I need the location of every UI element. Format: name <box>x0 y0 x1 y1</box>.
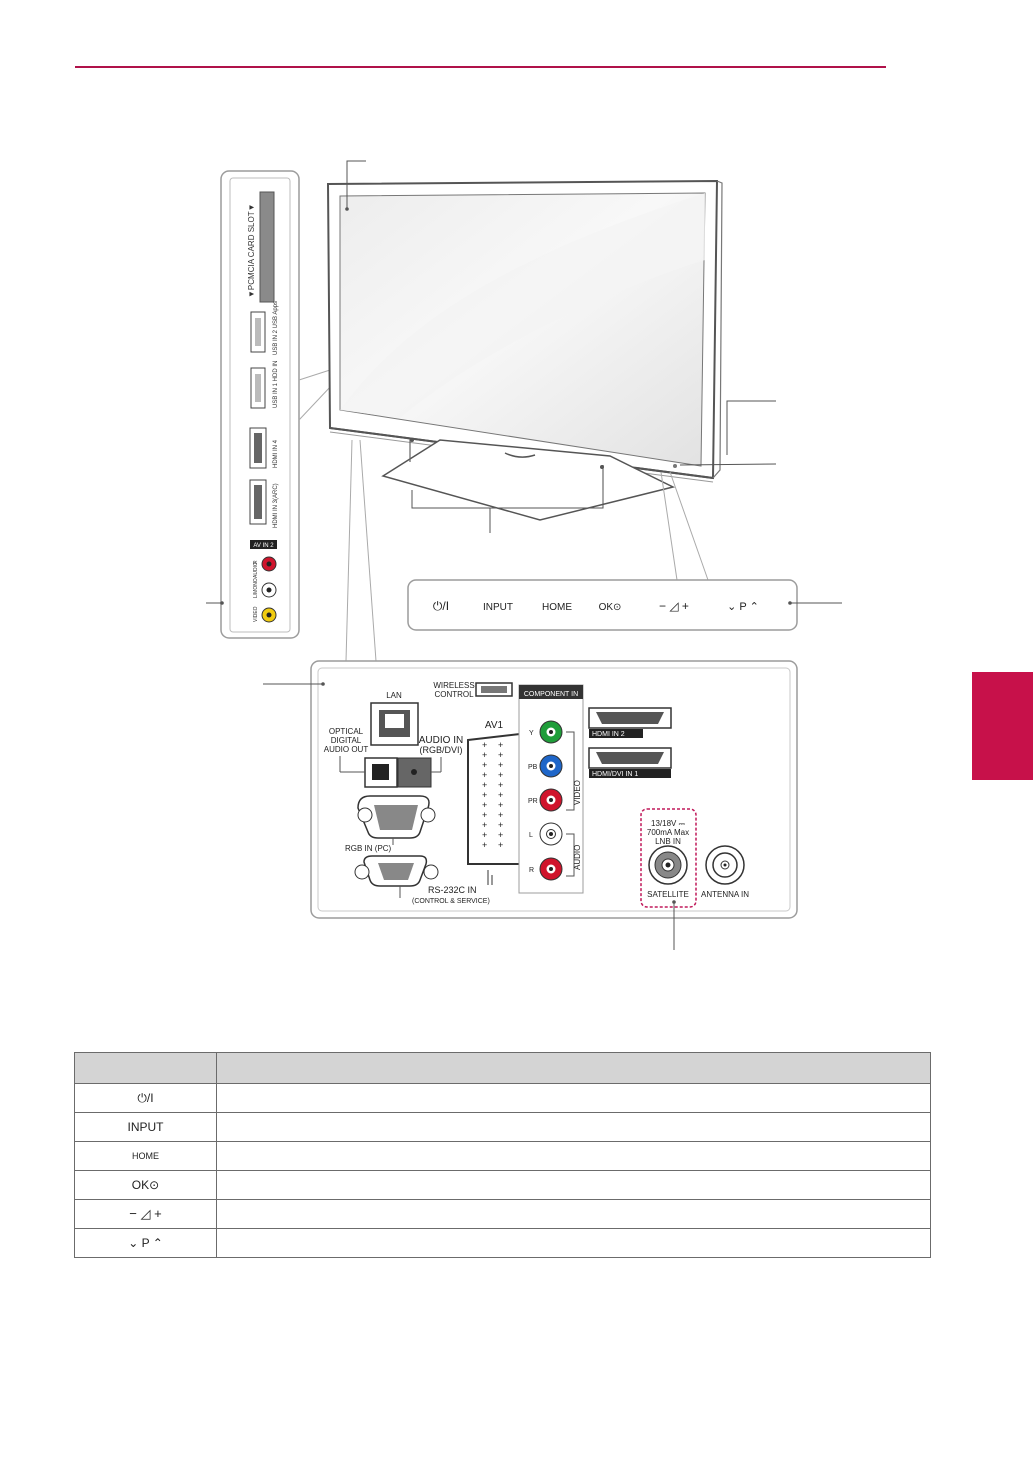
table-desc <box>216 1228 931 1258</box>
ok-button-label: OK⊙ <box>599 602 622 613</box>
hdmi4-label: HDMI IN 4 <box>273 439 279 468</box>
control-strip: ⏻/I INPUT HOME OK⊙ − ◿ + ⌄ P ⌃ <box>407 579 798 631</box>
table-header-symbol <box>74 1052 217 1084</box>
svg-text:+: + <box>482 780 487 790</box>
rs232-sub-label: (CONTROL & SERVICE) <box>412 898 490 905</box>
audio-in-label-1: AUDIO IN <box>419 735 463 746</box>
pcmcia-slot <box>259 191 275 303</box>
input-button-label: INPUT <box>483 602 513 613</box>
wireless-label: WIRELESS <box>433 681 474 690</box>
home-button-label: HOME <box>542 602 572 613</box>
pcmcia-label: ▼PCMCIA CARD SLOT▼ <box>247 203 256 298</box>
svg-text:+: + <box>498 820 503 830</box>
tv-front-view <box>326 179 723 521</box>
table-symbol-home: HOME <box>74 1141 217 1171</box>
svg-text:+: + <box>482 740 487 750</box>
optical-label-1: OPTICAL <box>329 727 364 736</box>
rgb-in-label: RGB IN (PC) <box>345 844 392 853</box>
rear-panel: WIRELESS CONTROL LAN OPTICAL DIGITAL AUD… <box>310 660 798 919</box>
video-label: VIDEO <box>253 606 259 622</box>
table-row: ⌄ P ⌃ <box>74 1228 931 1258</box>
optical-label-2: DIGITAL <box>331 736 362 745</box>
svg-text:+: + <box>498 830 503 840</box>
antenna-label: ANTENNA IN <box>701 890 749 899</box>
y-label: Y <box>529 730 534 737</box>
table-row: INPUT <box>74 1112 931 1142</box>
table-header-description <box>216 1052 931 1084</box>
table-desc <box>216 1112 931 1142</box>
svg-text:+: + <box>482 820 487 830</box>
lnb-spec-1: 13/18V ⎓ <box>651 819 686 828</box>
table-desc <box>216 1083 931 1113</box>
svg-text:+: + <box>482 800 487 810</box>
svg-text:+: + <box>498 770 503 780</box>
svg-text:+: + <box>498 840 503 850</box>
svg-text:+: + <box>482 840 487 850</box>
controls-table: ⏻/I INPUT HOME OK⊙ − ◿ + ⌄ P ⌃ <box>74 1052 931 1258</box>
av-in-2-label: AV IN 2 <box>253 543 274 549</box>
table-symbol-ok: OK⊙ <box>74 1170 217 1200</box>
audio-l-mono-label: L/MONO <box>253 578 259 598</box>
section-tab <box>972 672 1033 780</box>
svg-text:+: + <box>482 810 487 820</box>
audio-in-label-2: (RGB/DVI) <box>419 745 462 755</box>
table-row: OK⊙ <box>74 1170 931 1200</box>
svg-text:+: + <box>498 790 503 800</box>
lan-label: LAN <box>386 691 402 700</box>
svg-text:+: + <box>482 770 487 780</box>
rs232-label: RS-232C IN <box>428 885 477 895</box>
side-panel: ▼PCMCIA CARD SLOT▼ USB IN 2 USB Apps USB… <box>220 170 300 639</box>
svg-text:+: + <box>482 750 487 760</box>
control-label: CONTROL <box>434 690 474 699</box>
hdmi-dvi-in1-label: HDMI/DVI IN 1 <box>592 771 638 778</box>
table-header-row <box>74 1052 931 1084</box>
hdmi-in2-label: HDMI IN 2 <box>592 731 625 738</box>
table-desc <box>216 1199 931 1229</box>
tv-connection-diagram: ▼PCMCIA CARD SLOT▼ USB IN 2 USB Apps USB… <box>206 160 842 950</box>
pb-label: PB <box>528 764 538 771</box>
svg-text:+: + <box>482 830 487 840</box>
volume-button-label: − ◿ + <box>659 599 689 613</box>
l-label: L <box>529 832 533 839</box>
svg-text:+: + <box>482 790 487 800</box>
hdmi3-label: HDMI IN 3(ARC) <box>273 483 279 528</box>
svg-text:+: + <box>498 800 503 810</box>
av1-scart-port <box>467 732 521 865</box>
satellite-input-group <box>640 808 697 908</box>
r-label: R <box>529 867 534 874</box>
lnb-spec-3: LNB IN <box>655 837 681 846</box>
svg-text:+: + <box>482 760 487 770</box>
table-symbol-power: ⏻/I <box>74 1083 217 1113</box>
usb2-label: USB IN 2 USB Apps <box>273 301 279 355</box>
program-button-label: ⌄ P ⌃ <box>727 601 759 613</box>
component-in-label: COMPONENT IN <box>524 691 578 698</box>
audio-r-label: R <box>253 560 259 564</box>
pr-label: PR <box>528 798 538 805</box>
table-symbol-volume: − ◿ + <box>74 1199 217 1229</box>
svg-text:+: + <box>498 750 503 760</box>
svg-text:+: + <box>498 810 503 820</box>
svg-text:+: + <box>498 780 503 790</box>
av-in-2-badge <box>250 540 277 549</box>
component-video-label: VIDEO <box>573 780 582 805</box>
table-desc <box>216 1141 931 1171</box>
satellite-label: SATELLITE <box>647 890 689 899</box>
usb1-label: USB IN 1 HDD IN <box>273 361 279 408</box>
table-row: HOME <box>74 1141 931 1171</box>
optical-label-3: AUDIO OUT <box>324 745 369 754</box>
component-audio-label: AUDIO <box>573 845 582 870</box>
power-button-label: ⏻/I <box>433 599 449 613</box>
table-row: ⏻/I <box>74 1083 931 1113</box>
header-rule <box>75 66 886 68</box>
av1-label: AV1 <box>485 720 504 731</box>
table-row: − ◿ + <box>74 1199 931 1229</box>
svg-text:+: + <box>498 740 503 750</box>
lnb-spec-2: 700mA Max <box>647 828 689 837</box>
table-symbol-input: INPUT <box>74 1112 217 1142</box>
table-symbol-program: ⌄ P ⌃ <box>74 1228 217 1258</box>
table-desc <box>216 1170 931 1200</box>
svg-text:+: + <box>498 760 503 770</box>
audio-label: AUDIO <box>253 562 259 578</box>
